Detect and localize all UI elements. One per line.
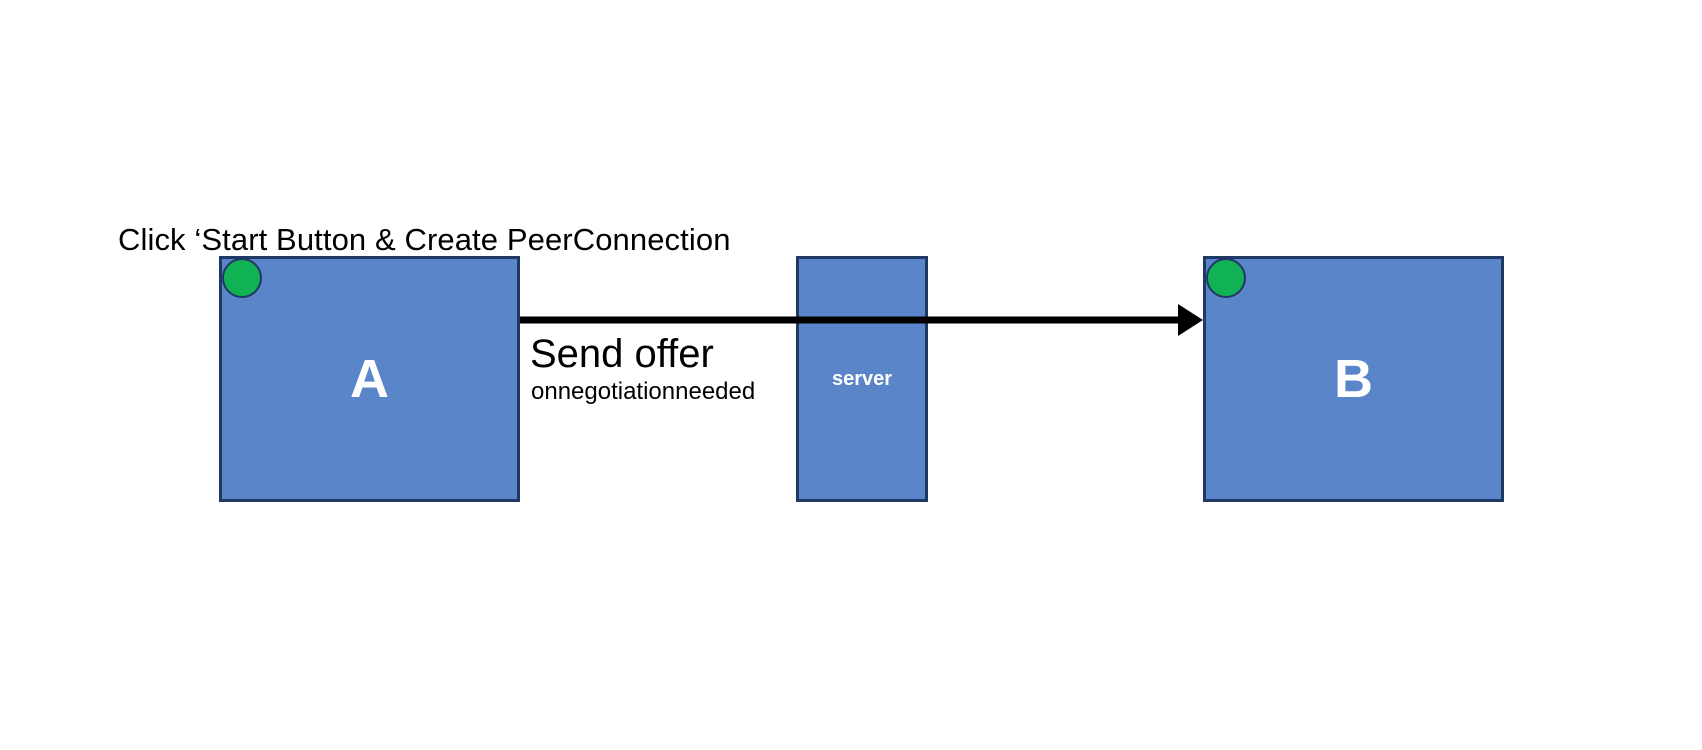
node-peer-a[interactable]: A [219, 256, 520, 502]
node-peer-b-label: B [1334, 349, 1373, 409]
node-server[interactable]: server [796, 256, 928, 502]
green-status-circle-icon [222, 258, 262, 298]
node-server-label: server [831, 368, 893, 390]
green-status-circle-icon [1206, 258, 1246, 298]
node-peer-b[interactable]: B [1203, 256, 1504, 502]
node-peer-a-label: A [350, 349, 389, 409]
diagram-caption: Click ‘Start Button & Create PeerConnect… [118, 222, 731, 257]
edge-sublabel-onnegotiationneeded: onnegotiationneeded [531, 378, 756, 405]
edge-label-send-offer: Send offer [530, 332, 714, 376]
